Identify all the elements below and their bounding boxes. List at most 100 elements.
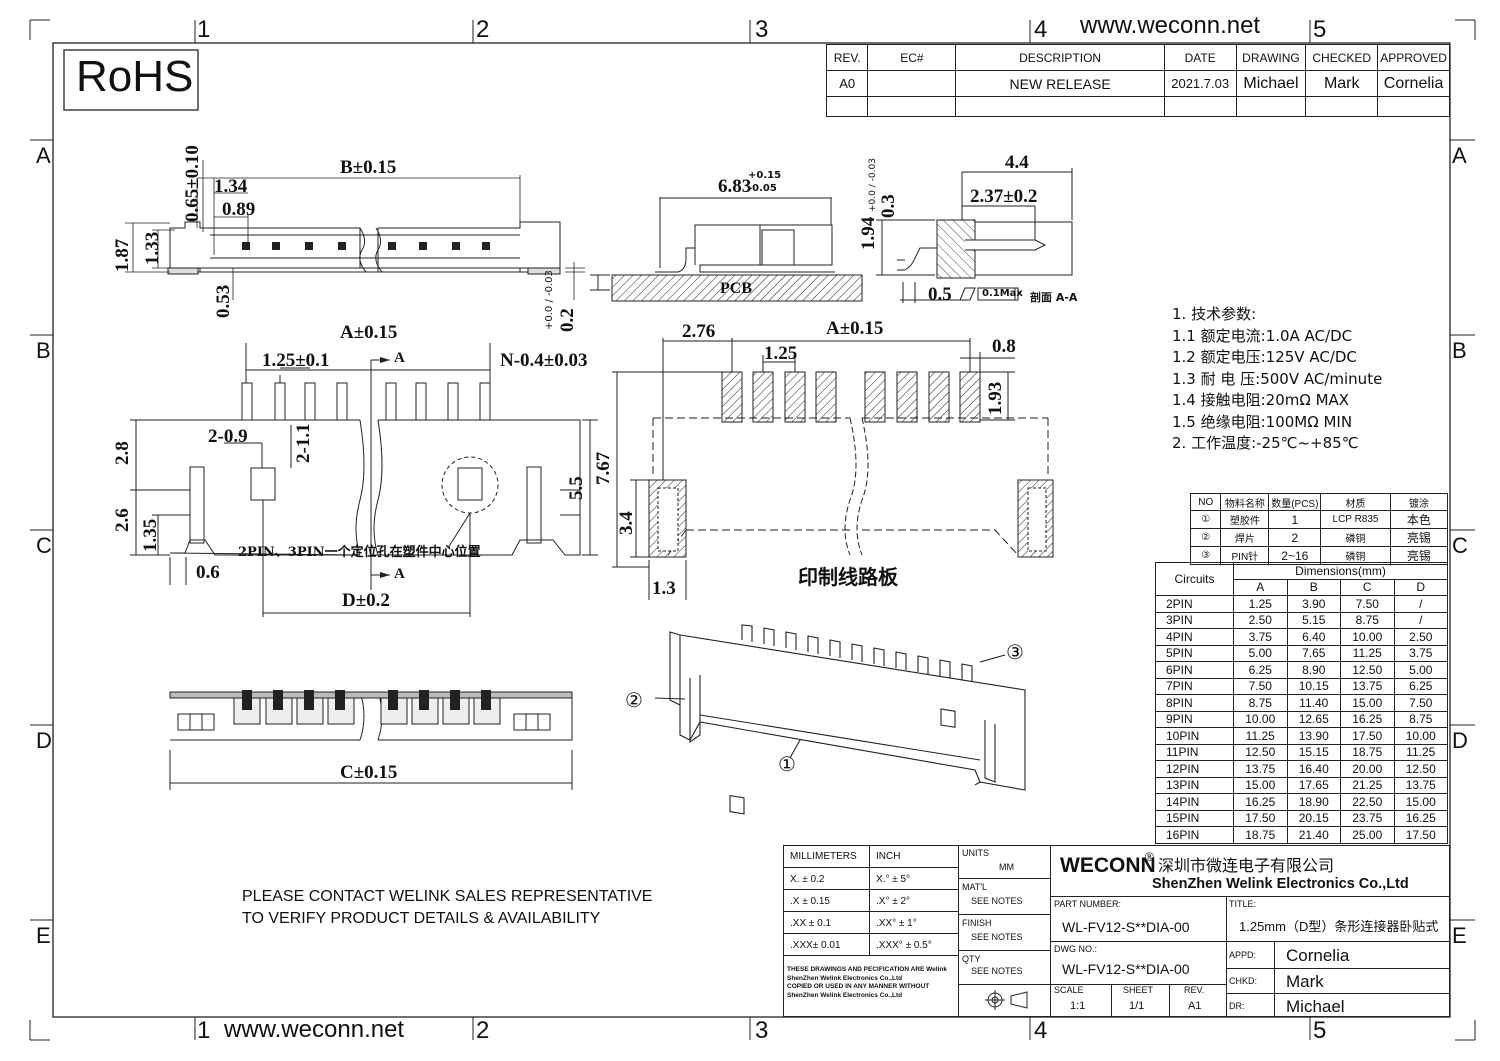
circuit-cell: 11PIN (1155, 743, 1234, 761)
inch-tol-1: .X° ± 2° (870, 890, 958, 912)
divider (959, 914, 1051, 915)
dim-683-tol-down: -0.05 (748, 183, 777, 194)
chkd-name: Mark (1286, 972, 1324, 991)
chkd-label: CHKD: (1229, 976, 1258, 986)
circuit-cell: 16PIN (1155, 826, 1234, 844)
dimension-cell: 13.75 (1233, 760, 1288, 778)
units-label: UNITS (962, 848, 989, 858)
brand-logo: WECONN (1060, 854, 1156, 877)
circuit-cell: 5PIN (1155, 644, 1234, 662)
circuit-cell: 3PIN (1155, 611, 1234, 629)
dim-125-01: 1.25±0.1 (262, 350, 330, 371)
dim-276: 2.76 (682, 321, 716, 342)
rev-label: REV. (1184, 985, 1205, 995)
dim-b: B±0.15 (340, 157, 397, 178)
dim-193: 1.93 (985, 381, 1006, 415)
circuit-cell: 7PIN (1155, 677, 1234, 695)
dimension-cell: 15.00 (1393, 793, 1448, 811)
dimension-cell: 11.25 (1340, 644, 1395, 662)
mm-header: MILLIMETERS (784, 846, 870, 868)
drawing-title: 1.25mm（D型）条形连接器卧贴式 (1239, 919, 1439, 934)
dim-194: 1.94 (858, 216, 879, 250)
callout-1: ① (778, 754, 796, 776)
divider (1051, 896, 1450, 897)
registered-mark: ® (1145, 850, 1154, 864)
row-letter-c-right: C (1452, 533, 1468, 558)
section-mark-top: A (394, 350, 405, 366)
circuit-cell: 2PIN (1155, 595, 1234, 613)
dim-03: 0.3 (878, 194, 899, 218)
website-link-top[interactable]: www.weconn.net (1080, 12, 1261, 39)
dimension-cell: 2.50 (1393, 628, 1448, 646)
rev-cell-empty (825, 96, 869, 117)
col-number-1: 1 (197, 16, 211, 43)
divider (1111, 984, 1112, 1016)
description-cell-empty (955, 96, 1165, 117)
materials-table: NO 物料名称 数量(PCS) 材质 镀涂 ① 塑胶件 1 LCP R835 本… (1189, 493, 1449, 565)
dim-683-tol-up: +0.15 (748, 170, 782, 181)
dim-133: 1.33 (142, 231, 163, 265)
date-header: DATE (1163, 44, 1237, 71)
divider (1051, 984, 1226, 985)
dimension-cell: 11.25 (1233, 727, 1288, 745)
dim-02: 0.2 (557, 308, 578, 332)
dim-125: 1.25 (764, 343, 798, 364)
mat-cell: 塑胶件 (1220, 510, 1270, 529)
inch-tol-3: .XXX° ± 0.5° (870, 934, 958, 956)
sheet-value: 1/1 (1129, 1000, 1145, 1012)
col-number-1-bottom: 1 (197, 1017, 211, 1044)
website-link-bottom[interactable]: www.weconn.net (224, 1016, 405, 1043)
dim-08: 0.8 (992, 336, 1016, 357)
dimension-cell: 5.15 (1286, 611, 1341, 629)
mm-tol-2: .XX ± 0.1 (784, 912, 870, 934)
divider (1226, 993, 1450, 994)
mat-cell: 亮锡 (1389, 546, 1449, 565)
dim-26: 2.6 (112, 508, 133, 532)
row-letter-c: C (36, 533, 52, 558)
callout-3: ③ (1006, 642, 1024, 664)
divider (1226, 968, 1450, 969)
dimension-cell: 11.25 (1393, 743, 1448, 761)
dimension-cell: 21.40 (1286, 826, 1341, 844)
dimension-cell: 17.50 (1233, 809, 1288, 827)
rev-cell: A0 (825, 70, 869, 97)
ec-header: EC# (867, 44, 957, 71)
dimension-cell: 8.75 (1340, 611, 1395, 629)
company-name-en: ShenZhen Welink Electronics Co.,Ltd (1152, 876, 1409, 892)
dimension-cell: 12.65 (1286, 710, 1341, 728)
company-name-cn: 深圳市微连电子有限公司 (1158, 858, 1335, 875)
row-letter-a-right: A (1452, 143, 1467, 168)
row-letter-a: A (36, 143, 51, 168)
mat-cell: ① (1189, 510, 1222, 529)
dimension-cell: 23.75 (1340, 809, 1395, 827)
col-number-2: 2 (476, 16, 490, 43)
dimension-cell: 25.00 (1340, 826, 1395, 844)
drawing-cell: Michael (1235, 70, 1307, 97)
dimension-cell: 15.00 (1233, 776, 1288, 794)
ec-cell (867, 70, 957, 97)
disclaimer-line-2: ShenZhen Welink Electronics Co.,Ltd (787, 974, 903, 982)
dimension-cell: 16.25 (1393, 809, 1448, 827)
disclaimer-line-1: THESE DRAWINGS AND PECIFICATION ARE Weli… (787, 966, 947, 973)
mat-header-plating: 镀涂 (1389, 493, 1449, 511)
part-number: WL-FV12-S**DIA-00 (1062, 919, 1190, 935)
projection-symbol-icon (985, 990, 1028, 1010)
mat-cell: 1 (1268, 510, 1322, 529)
circuit-cell: 14PIN (1155, 793, 1234, 811)
drawing-header: DRAWING (1235, 44, 1307, 71)
rev-value: A1 (1188, 1000, 1202, 1012)
ec-cell-empty (867, 96, 957, 117)
mat-cell: LCP R835 (1320, 510, 1391, 529)
col-number-3: 3 (755, 16, 769, 43)
col-number-5-bottom: 5 (1313, 1017, 1327, 1044)
dwg-number: WL-FV12-S**DIA-00 (1062, 961, 1190, 977)
revision-table: REV. EC# DESCRIPTION DATE DRAWING CHECKE… (825, 44, 1450, 117)
dimension-cell: 12.50 (1233, 743, 1288, 761)
qty-value: SEE NOTES (971, 966, 1023, 976)
